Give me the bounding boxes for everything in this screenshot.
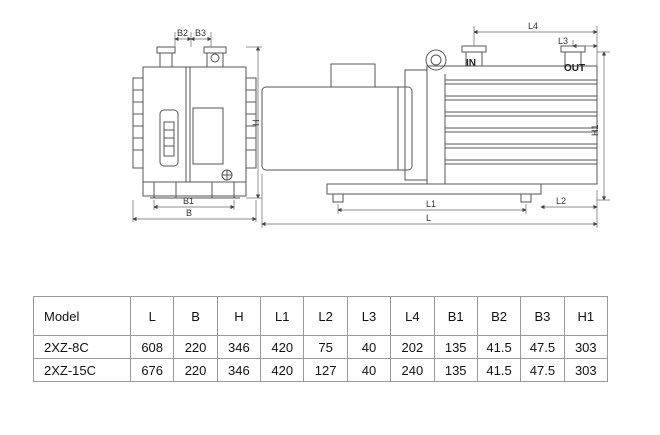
dim-label-l3: L3 (558, 36, 568, 46)
table-header-cell: B2 (476, 296, 522, 336)
table-cell: 608 (129, 335, 175, 359)
table-cell: 40 (346, 358, 392, 382)
dim-label-h1: H1 (590, 124, 600, 136)
table-cell: 240 (390, 358, 435, 382)
table-cell: 127 (303, 358, 348, 382)
table-header-cell: L3 (346, 296, 392, 336)
table-cell: 135 (433, 358, 478, 382)
table-cell: 220 (173, 358, 218, 382)
table-header-cell: L (129, 296, 175, 336)
inlet-label: IN (466, 58, 476, 69)
table-header-cell: Model (33, 296, 131, 336)
dim-label-h: H (251, 120, 261, 127)
dim-label-b2: B2 (177, 28, 188, 38)
dim-label-l4: L4 (528, 21, 538, 31)
table-header-cell: L4 (390, 296, 435, 336)
outlet-label: OUT (564, 63, 585, 74)
table-header-cell: H1 (563, 296, 609, 336)
table-header-cell: B1 (433, 296, 478, 336)
table-cell: 75 (303, 335, 348, 359)
table-cell: 420 (260, 358, 305, 382)
dim-label-b1: B1 (183, 196, 194, 206)
table-cell: 41.5 (476, 335, 522, 359)
dim-label-l2: L2 (556, 196, 566, 206)
table-cell: 303 (563, 335, 609, 359)
table-cell: 41.5 (476, 358, 522, 382)
pump-dimension-drawing: B2 B3 B1 B H IN OUT (132, 21, 610, 228)
table-cell: 220 (173, 335, 218, 359)
table-cell: 202 (390, 335, 435, 359)
table-cell: 346 (216, 335, 262, 359)
table-cell: 2XZ-15C (33, 358, 131, 382)
dim-label-b: B (186, 208, 192, 218)
dim-label-l: L (426, 213, 431, 223)
table-cell: 135 (433, 335, 478, 359)
dim-label-b3: B3 (195, 28, 206, 38)
table-header-cell: L2 (303, 296, 348, 336)
dimension-table: Model L B H L1 L2 L3 L4 B1 B2 B3 H1 2XZ-… (33, 296, 609, 382)
table-cell: 40 (346, 335, 392, 359)
table-cell: 47.5 (520, 358, 565, 382)
table-header-cell: B (173, 296, 218, 336)
table-header-cell: H (216, 296, 262, 336)
side-view (261, 45, 598, 203)
table-cell: 2XZ-8C (33, 335, 131, 359)
table-cell: 420 (260, 335, 305, 359)
front-view (132, 46, 257, 199)
table-header-row: Model L B H L1 L2 L3 L4 B1 B2 B3 H1 (33, 296, 609, 336)
table-cell: 303 (563, 358, 609, 382)
table-cell: 676 (129, 358, 175, 382)
table-cell: 346 (216, 358, 262, 382)
dim-label-l1: L1 (426, 199, 436, 209)
table-header-cell: B3 (520, 296, 565, 336)
table-header-cell: L1 (260, 296, 305, 336)
table-cell: 47.5 (520, 335, 565, 359)
table-row: 2XZ-8C 608 220 346 420 75 40 202 135 41.… (33, 335, 609, 359)
table-row: 2XZ-15C 676 220 346 420 127 40 240 135 4… (33, 358, 609, 382)
